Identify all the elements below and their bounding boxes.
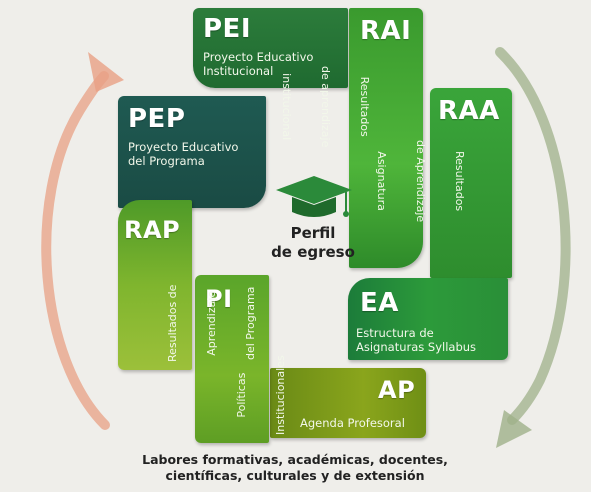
pep-subtitle-line2: del Programa: [128, 154, 205, 168]
pi-title: PI: [205, 285, 233, 313]
block-raa: RAA Resultados de Aprendizaje Asignatura: [375, 88, 512, 278]
ea-title: EA: [360, 288, 399, 318]
pei-subtitle-line1: Proyecto Educativo: [203, 50, 314, 64]
graduation-cap-icon: [276, 176, 352, 217]
pi-subtitle-line2: Institucionales: [274, 355, 287, 435]
block-pi: PI Políticas Institucionales: [195, 275, 287, 443]
pep-subtitle-line1: Proyecto Educativo: [128, 140, 239, 154]
rai-subtitle-line2: de aprendizaje: [319, 66, 332, 148]
rap-subtitle: Resultados de Aprendizaje del Programa: [140, 285, 283, 362]
ap-title: AP: [378, 376, 416, 404]
center-profile: Perfil de egreso: [258, 172, 368, 272]
raa-subtitle-line3: Asignatura: [375, 151, 388, 211]
ea-subtitle: Estructura de Asignaturas Syllabus: [356, 326, 506, 354]
ap-subtitle: Agenda Profesoral: [300, 416, 405, 430]
rai-subtitle-line1: Resultados: [358, 76, 371, 137]
rai-subtitle-line3: institucional: [280, 73, 293, 141]
block-rai: RAI Resultados de aprendizaje institucio…: [280, 8, 423, 268]
raa-title: RAA: [438, 96, 500, 126]
pi-subtitle-line1: Políticas: [235, 372, 248, 418]
block-pep: PEP Proyecto Educativo del Programa: [118, 96, 266, 208]
raa-subtitle-line2: de Aprendizaje: [414, 140, 427, 223]
block-pei: PEI Proyecto Educativo Institucional: [193, 8, 348, 88]
cycle-arrow-left-icon: [41, 52, 124, 430]
block-ap: AP Agenda Profesoral: [270, 368, 426, 438]
rap-subtitle-line2: Aprendizaje: [205, 290, 218, 356]
pei-subtitle-line2: Institucional: [203, 64, 274, 78]
center-title-line1: Perfil: [290, 224, 336, 242]
pei-subtitle: Proyecto Educativo Institucional: [203, 50, 343, 78]
pep-title: PEP: [128, 104, 186, 134]
block-ea: EA Estructura de Asignaturas Syllabus: [348, 278, 508, 360]
raa-subtitle: Resultados de Aprendizaje Asignatura: [349, 140, 492, 222]
rap-subtitle-line1: Resultados de: [166, 284, 179, 362]
rap-subtitle-line3: del Programa: [244, 286, 257, 361]
center-title-line2: de egreso: [271, 243, 355, 261]
block-rap: RAP Resultados de Aprendizaje del Progra…: [118, 200, 257, 370]
cycle-arrow-right-icon: [495, 47, 571, 448]
caption-line2: científicas, culturales y de extensión: [165, 468, 425, 483]
caption-line1: Labores formativas, académicas, docentes…: [142, 452, 448, 467]
raa-subtitle-line1: Resultados: [453, 150, 466, 212]
ea-subtitle-line1: Estructura de: [356, 326, 434, 340]
pei-title: PEI: [203, 14, 251, 44]
rai-title: RAI: [360, 16, 412, 46]
pi-subtitle: Políticas Institucionales: [209, 355, 313, 435]
rap-title: RAP: [124, 216, 181, 244]
bottom-caption: Labores formativas, académicas, docentes…: [100, 452, 490, 484]
center-title: Perfil de egreso: [258, 224, 368, 262]
ea-subtitle-line2: Asignaturas Syllabus: [356, 340, 477, 354]
rai-subtitle: Resultados de aprendizaje institucional: [254, 66, 397, 147]
pep-subtitle: Proyecto Educativo del Programa: [128, 140, 262, 168]
